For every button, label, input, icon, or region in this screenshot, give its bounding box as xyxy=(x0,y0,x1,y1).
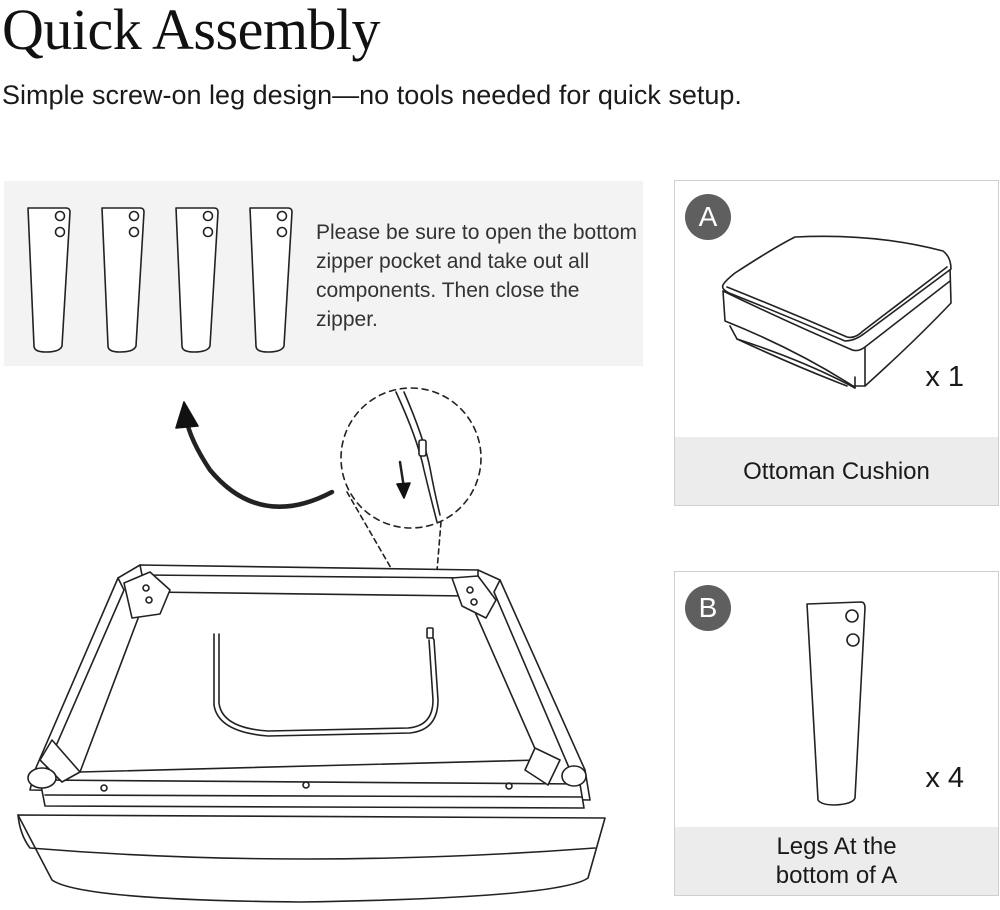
component-caption-b-text: Legs At the bottom of A xyxy=(775,833,898,889)
component-quantity-a: x 1 xyxy=(925,361,964,393)
component-caption-b: Legs At the bottom of A xyxy=(675,827,998,895)
component-card-a: A x 1 Ottoman Cushion xyxy=(674,180,999,506)
component-badge-b: B xyxy=(685,585,731,631)
component-badge-a: A xyxy=(685,194,731,240)
instruction-note: Please be sure to open the bottom zipper… xyxy=(316,221,638,331)
assembly-illustration xyxy=(17,207,606,903)
component-caption-a: Ottoman Cushion xyxy=(675,437,998,505)
leg-illustration xyxy=(101,207,145,353)
leg-illustration xyxy=(27,207,71,353)
curved-arrow-icon xyxy=(175,401,335,509)
ottoman-cushion-illustration xyxy=(721,235,952,389)
page-subtitle: Simple screw-on leg design—no tools need… xyxy=(2,80,742,110)
ottoman-base-illustration xyxy=(17,564,606,903)
component-quantity-b: x 4 xyxy=(925,762,964,794)
component-card-b: B x 4 Legs At the bottom of A xyxy=(674,571,999,896)
leg-illustration xyxy=(249,207,293,353)
leg-illustration xyxy=(175,207,219,353)
page-title: Quick Assembly xyxy=(2,0,381,62)
leg-illustration xyxy=(806,601,866,806)
